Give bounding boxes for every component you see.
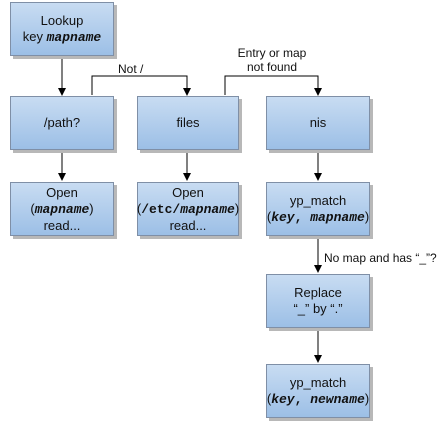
open-mapname-code: mapname: [34, 201, 90, 217]
open-etc-args: (/etc/mapname): [137, 201, 239, 218]
open-mapname-label: Open: [46, 184, 78, 200]
edge-label-entry-line2: not found: [246, 60, 298, 74]
yp-match-args: (key, mapname): [267, 209, 369, 226]
close-paren: ): [364, 208, 370, 224]
lookup-label: Lookup: [40, 12, 84, 28]
open-etc-mapname-code: mapname: [180, 201, 235, 217]
arrow-path-to-files: [91, 75, 191, 96]
yp-match-newname-key-arg: key: [271, 391, 295, 407]
replace-box: Replace “_” by “.”: [266, 274, 370, 328]
nis-label: nis: [309, 115, 327, 130]
yp-match-newname-args: (key, newname): [267, 391, 369, 408]
files-box: files: [137, 96, 239, 150]
replace-label: Replace: [294, 285, 342, 300]
yp-match-label: yp_match: [289, 192, 347, 208]
replace-rule: “_” by “.”: [293, 301, 343, 316]
lookup-key-text: key: [22, 28, 47, 44]
lookup-mapname-code: mapname: [46, 29, 102, 45]
yp-match-comma: ,: [294, 209, 311, 225]
edge-label-entry-not-found: Entry or map not found: [224, 46, 320, 74]
edge-label-not-slash: Not /: [118, 62, 144, 76]
lookup-key-line: key mapname: [23, 29, 101, 46]
yp-match-newname-label: yp_match: [289, 374, 347, 390]
open-etc-box: Open (/etc/mapname) read...: [137, 182, 239, 236]
close-paren: ): [89, 200, 94, 216]
arrow-files-to-nis: [224, 75, 322, 96]
open-etc-read: read...: [169, 217, 207, 233]
open-paren: (: [30, 200, 35, 216]
path-box: /path?: [10, 96, 114, 150]
open-mapname-read: read...: [43, 217, 81, 233]
open-mapname-args: (mapname): [30, 201, 93, 218]
open-paren: (: [266, 208, 272, 224]
close-paren: ): [234, 200, 240, 216]
open-mapname-box: Open (mapname) read...: [10, 182, 114, 236]
nis-box: nis: [266, 96, 370, 150]
open-etc-path-prefix: /etc/: [141, 201, 181, 217]
yp-match-key-arg: key: [271, 209, 295, 225]
lookup-box: Lookup key mapname: [10, 2, 114, 56]
yp-match-newname-arg: newname: [310, 391, 365, 407]
edge-label-entry-line1: Entry or map: [237, 46, 307, 60]
open-etc-label: Open: [172, 184, 204, 200]
files-label: files: [176, 115, 200, 130]
edge-label-no-map: No map and has “_”?: [324, 251, 437, 265]
open-paren: (: [136, 200, 142, 216]
close-paren: ): [364, 390, 370, 406]
yp-match-newname-box: yp_match (key, newname): [266, 364, 370, 418]
yp-match-box: yp_match (key, mapname): [266, 182, 370, 236]
yp-match-newname-comma: ,: [294, 391, 311, 407]
open-paren: (: [266, 390, 272, 406]
path-label: /path?: [43, 115, 81, 130]
yp-match-mapname-arg: mapname: [310, 209, 365, 225]
